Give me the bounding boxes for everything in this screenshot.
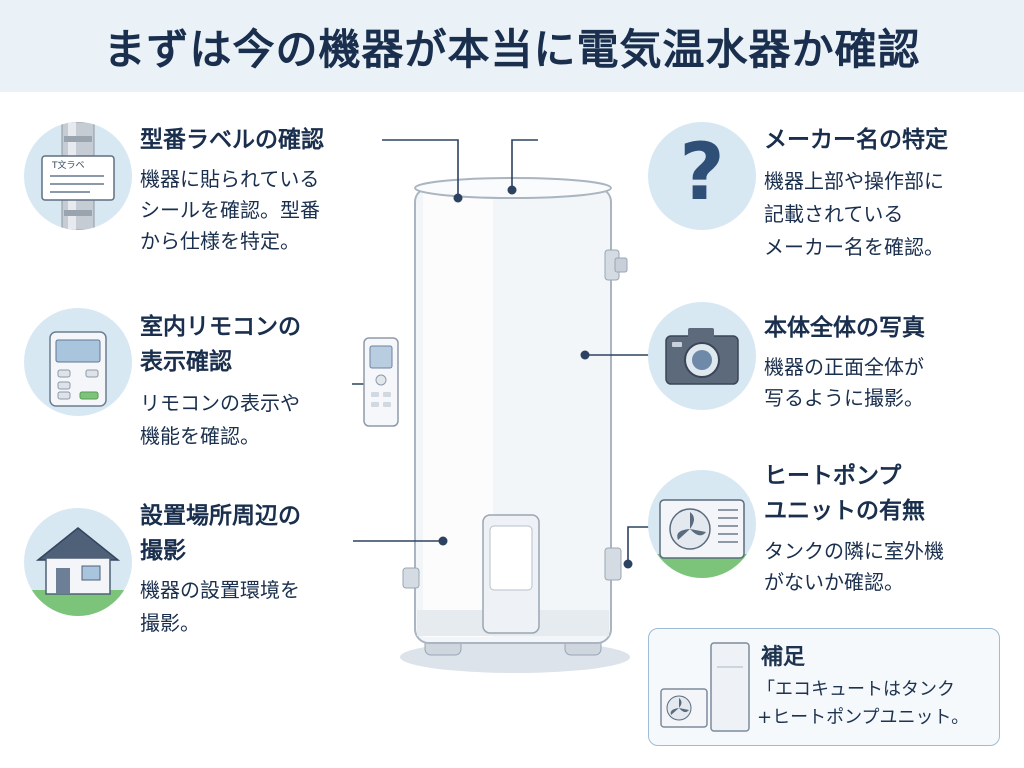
heatpump-desc-1: タンクの隣に室外機 <box>764 539 944 563</box>
full-photo-title: 本体全体の写真 <box>764 315 925 341</box>
remote-check-desc-2: 機能を確認。 <box>140 424 260 448</box>
label-tag-text: T文ラベ <box>52 161 85 171</box>
maker-identify-desc-1: 機器上部や操作部に <box>764 169 944 193</box>
maker-identify-title: メーカー名の特定 <box>764 127 948 153</box>
remote-check-desc-1: リモコンの表示や <box>140 391 300 415</box>
outdoor-unit-icon <box>648 470 756 578</box>
water-heater-tank-icon <box>400 177 630 673</box>
remote-check-title-1: 室内リモコンの <box>140 314 301 340</box>
supplement-line-1: 「エコキュートはタンク <box>757 679 955 700</box>
remote-control-small-icon <box>363 337 399 427</box>
label-pipe-icon: T文ラベ <box>24 122 132 230</box>
full-photo-desc-2: 写るように撮影。 <box>764 386 924 410</box>
heatpump-title-1: ヒートポンプ <box>764 463 902 489</box>
label-check-desc-1: 機器に貼られている <box>140 167 320 191</box>
remote-check-title-2: 表示確認 <box>140 349 232 375</box>
full-photo-desc-1: 機器の正面全体が <box>764 355 924 379</box>
site-photo-title-1: 設置場所周辺の <box>140 503 301 529</box>
maker-identify-desc-2: 記載されている <box>764 202 904 226</box>
page-title: まずは今の機器が本当に電気温水器か確認 <box>103 24 921 74</box>
supplement-title: 補足 <box>761 645 806 670</box>
remote-control-icon <box>24 308 132 416</box>
question-mark-icon: ? <box>648 122 756 230</box>
supplement-box: 補足 「エコキュートはタンク +ヒートポンプユニット。 <box>648 628 1000 746</box>
ecocute-set-icon <box>660 642 750 732</box>
site-photo-desc-1: 機器の設置環境を <box>140 578 300 602</box>
supplement-line-2: +ヒートポンプユニット。 <box>757 707 970 728</box>
site-photo-desc-2: 撮影。 <box>140 611 200 635</box>
label-check-title: 型番ラベルの確認 <box>140 127 324 153</box>
label-check-desc-2: シールを確認。型番 <box>140 198 320 222</box>
camera-icon <box>648 302 756 410</box>
house-icon <box>24 508 132 616</box>
label-check-desc-3: から仕様を特定。 <box>140 229 300 253</box>
maker-identify-desc-3: メーカー名を確認。 <box>764 235 944 259</box>
heatpump-desc-2: がないか確認。 <box>764 570 904 594</box>
heatpump-title-2: ユニットの有無 <box>764 498 925 524</box>
site-photo-title-2: 撮影 <box>140 538 186 564</box>
header-banner: まずは今の機器が本当に電気温水器か確認 <box>0 0 1024 92</box>
